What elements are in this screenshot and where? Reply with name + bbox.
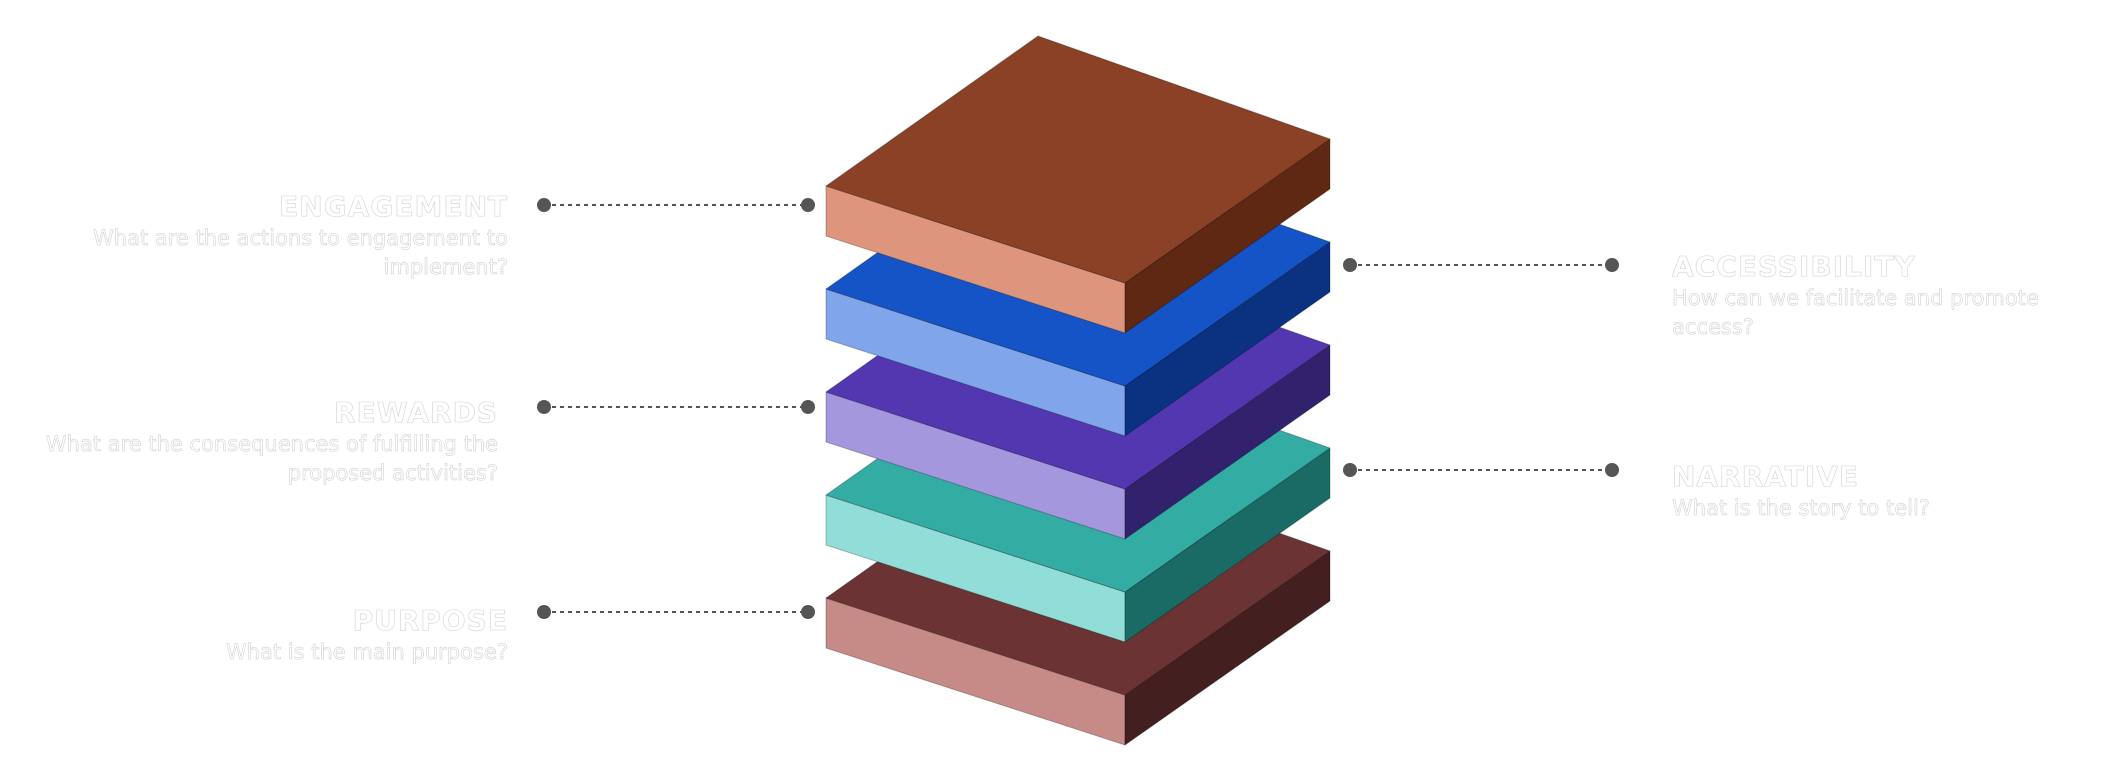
rewards-connector — [537, 400, 815, 414]
accessibility-title: ACCESSIBILITY — [1672, 250, 1916, 284]
purpose-connector-dot-end — [801, 605, 815, 619]
purpose-connector-dot-start — [537, 605, 551, 619]
layer-engagement-top-face — [825, 35, 1331, 284]
narrative-label: NARRATIVE What is the story to tell? — [1672, 460, 2102, 523]
accessibility-connector-dot-end — [1605, 258, 1619, 272]
accessibility-description: How can we facilitate and promote access… — [1672, 286, 2039, 340]
rewards-connector-dot-end — [801, 400, 815, 414]
purpose-title: PURPOSE — [352, 604, 508, 638]
engagement-connector-dot-end — [801, 198, 815, 212]
rewards-description: What are the consequences of fulfilling … — [45, 432, 499, 486]
accessibility-connector-dot-start — [1343, 258, 1357, 272]
engagement-connector — [537, 198, 815, 212]
accessibility-label: ACCESSIBILITY How can we facilitate and … — [1672, 250, 2102, 342]
engagement-description: What are the actions to engagement to im… — [93, 226, 509, 280]
purpose-connector — [537, 605, 815, 619]
narrative-description: What is the story to tell? — [1672, 496, 1930, 521]
layer-engagement — [825, 35, 1331, 334]
narrative-connector-dot-end — [1605, 463, 1619, 477]
purpose-label: PURPOSE What is the main purpose? — [40, 604, 509, 667]
rewards-label: REWARDS What are the consequences of ful… — [40, 396, 499, 488]
narrative-connector — [1343, 463, 1619, 477]
purpose-description: What is the main purpose? — [225, 640, 509, 665]
narrative-connector-dot-start — [1343, 463, 1357, 477]
engagement-label: ENGAGEMENT What are the actions to engag… — [40, 190, 509, 282]
engagement-connector-dot-start — [537, 198, 551, 212]
accessibility-connector — [1343, 258, 1619, 272]
engagement-title: ENGAGEMENT — [279, 190, 508, 224]
rewards-title: REWARDS — [334, 396, 498, 430]
rewards-connector-dot-start — [537, 400, 551, 414]
narrative-title: NARRATIVE — [1672, 460, 1860, 494]
